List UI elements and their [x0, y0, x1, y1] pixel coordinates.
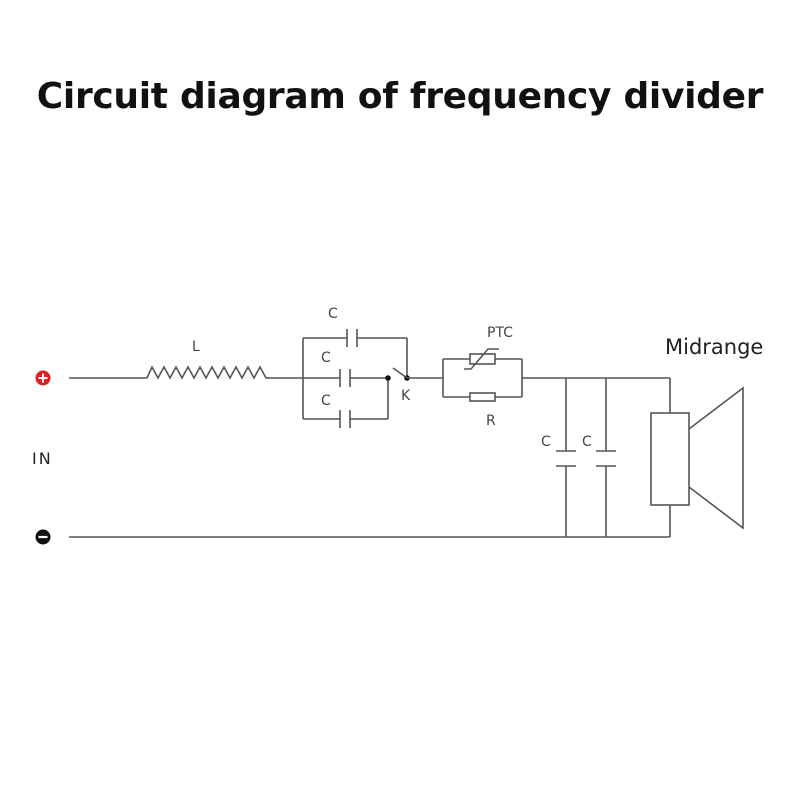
resistor-label: R — [486, 413, 496, 429]
positive-terminal-icon — [35, 370, 51, 386]
capacitor-top-label: C — [328, 306, 338, 322]
diagram-title: Circuit diagram of frequency divider — [36, 76, 764, 117]
switch-label: K — [401, 388, 411, 404]
capacitor-bank — [302, 329, 408, 428]
shunt-capacitor-1 — [556, 378, 576, 537]
switch-symbol — [385, 367, 410, 381]
speaker-label: Midrange — [665, 335, 763, 359]
shunt-capacitor-2 — [596, 378, 616, 537]
input-label: IN — [32, 449, 53, 468]
ptc-label: PTC — [487, 325, 513, 341]
inductor-label: L — [192, 339, 200, 355]
negative-terminal-icon — [35, 529, 51, 545]
capacitor-middle-label: C — [321, 350, 331, 366]
shunt-capacitor-1-label: C — [541, 434, 551, 450]
speaker-icon — [650, 378, 744, 537]
shunt-capacitor-2-label: C — [582, 434, 592, 450]
inductor-symbol — [146, 365, 272, 380]
capacitor-bottom-label: C — [321, 393, 331, 409]
ptc-resistor-network — [442, 348, 523, 402]
